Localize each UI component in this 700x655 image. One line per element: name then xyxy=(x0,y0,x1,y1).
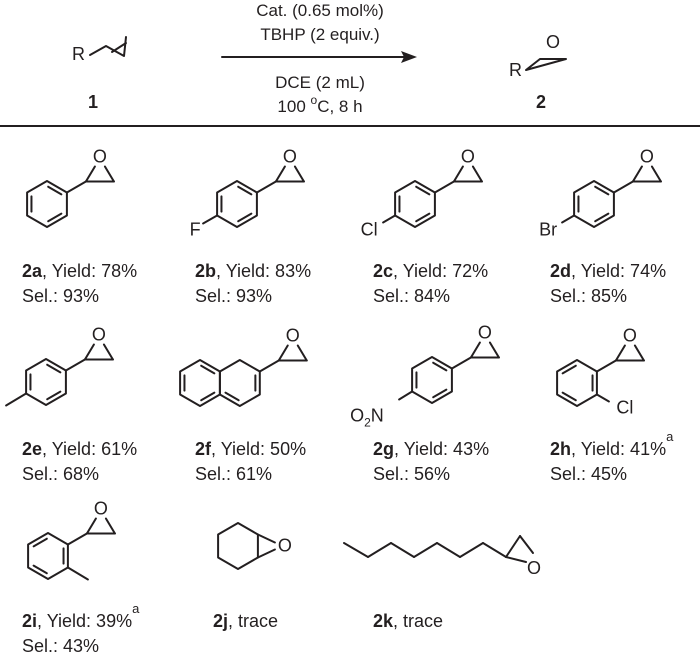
svg-text:2j, trace: 2j, trace xyxy=(213,611,278,631)
svg-text:2c, Yield: 72%: 2c, Yield: 72% xyxy=(373,261,488,281)
oxidant-text: TBHP (2 equiv.) xyxy=(260,25,379,44)
svg-text:Sel.: 43%: Sel.: 43% xyxy=(22,636,99,655)
svg-text:2e, Yield: 61%: 2e, Yield: 61% xyxy=(22,439,137,459)
caption-2a: 2a, Yield: 78% Sel.: 93% xyxy=(22,261,137,306)
epoxide-oxygen-label: O xyxy=(94,499,108,519)
substituent-br: Br xyxy=(539,220,557,240)
svg-text:Sel.: 84%: Sel.: 84% xyxy=(373,286,450,306)
epoxide-oxygen-label: O xyxy=(286,326,300,346)
structure-2f: O xyxy=(179,326,308,407)
svg-text:2g, Yield: 43%: 2g, Yield: 43% xyxy=(373,439,489,459)
epoxide-oxygen-label: O xyxy=(283,147,297,167)
substituent-no2: O2N xyxy=(350,406,384,430)
svg-text:2f, Yield: 50%: 2f, Yield: 50% xyxy=(195,439,306,459)
reaction-arrow-head xyxy=(401,51,417,63)
svg-text:Sel.: 93%: Sel.: 93% xyxy=(195,286,272,306)
svg-text:2a, Yield: 78%: 2a, Yield: 78% xyxy=(22,261,137,281)
product-label: 2 xyxy=(536,92,546,112)
product-epoxide-ring xyxy=(525,58,567,71)
structure-2e: O xyxy=(5,325,114,407)
substituent-cl-ortho: Cl xyxy=(616,398,633,418)
svg-text:Sel.: 56%: Sel.: 56% xyxy=(373,464,450,484)
structure-2g: O O2N xyxy=(350,323,500,430)
substituent-f: F xyxy=(190,220,201,240)
temperature-text: 100 oC, 8 h xyxy=(277,93,362,116)
caption-2h: 2h, Yield: 41%a Sel.: 45% xyxy=(550,429,674,484)
structure-2j: O xyxy=(217,522,292,570)
epoxide-oxygen-label: O xyxy=(278,536,292,556)
svg-text:Sel.: 68%: Sel.: 68% xyxy=(22,464,99,484)
caption-2k: 2k, trace xyxy=(373,611,443,631)
product-r: R xyxy=(509,60,522,80)
epoxide-oxygen-label: O xyxy=(640,147,654,167)
epoxide-oxygen-label: O xyxy=(623,326,637,346)
structure-2c: O Cl xyxy=(361,147,483,240)
svg-text:Sel.: 45%: Sel.: 45% xyxy=(550,464,627,484)
structure-2d: O Br xyxy=(539,147,662,240)
reaction-conditions: Cat. (0.65 mol%) TBHP (2 equiv.) DCE (2 … xyxy=(221,1,417,116)
svg-text:Sel.: 93%: Sel.: 93% xyxy=(22,286,99,306)
svg-text:2d, Yield: 74%: 2d, Yield: 74% xyxy=(550,261,666,281)
epoxide-oxygen-label: O xyxy=(478,323,492,343)
svg-text:2b, Yield: 83%: 2b, Yield: 83% xyxy=(195,261,311,281)
svg-text:Sel.: 61%: Sel.: 61% xyxy=(195,464,272,484)
svg-text:2i, Yield: 39%a: 2i, Yield: 39%a xyxy=(22,601,140,631)
caption-2j: 2j, trace xyxy=(213,611,278,631)
solvent-text: DCE (2 mL) xyxy=(275,73,365,92)
structure-2h: O Cl xyxy=(556,326,645,418)
substrate-label: 1 xyxy=(88,92,98,112)
structure-2a: O xyxy=(26,147,115,228)
product-o: O xyxy=(546,32,560,52)
structure-2i: O xyxy=(27,499,116,581)
epoxide-oxygen-label: O xyxy=(92,325,106,345)
catalyst-text: Cat. (0.65 mol%) xyxy=(256,1,384,20)
epoxide-oxygen-label: O xyxy=(527,558,541,578)
substituent-cl: Cl xyxy=(361,220,378,240)
caption-2d: 2d, Yield: 74% Sel.: 85% xyxy=(550,261,666,306)
vinyl-double xyxy=(111,42,127,53)
substrate-1: R 1 xyxy=(72,36,127,112)
caption-2c: 2c, Yield: 72% Sel.: 84% xyxy=(373,261,488,306)
product-2: R O 2 xyxy=(509,32,567,112)
svg-text:Sel.: 85%: Sel.: 85% xyxy=(550,286,627,306)
svg-text:2h, Yield: 41%a: 2h, Yield: 41%a xyxy=(550,429,674,459)
caption-2g: 2g, Yield: 43% Sel.: 56% xyxy=(373,439,489,484)
caption-2e: 2e, Yield: 61% Sel.: 68% xyxy=(22,439,137,484)
svg-text:2k, trace: 2k, trace xyxy=(373,611,443,631)
epoxide-oxygen-label: O xyxy=(461,147,475,167)
structure-2b: OF xyxy=(190,147,305,240)
caption-2b: 2b, Yield: 83% Sel.: 93% xyxy=(195,261,311,306)
epoxide-oxygen-label: O xyxy=(93,147,107,167)
caption-2f: 2f, Yield: 50% Sel.: 61% xyxy=(195,439,306,484)
caption-2i: 2i, Yield: 39%a Sel.: 43% xyxy=(22,601,140,655)
structure-2k: O xyxy=(343,535,541,578)
substrate-r: R xyxy=(72,44,85,64)
